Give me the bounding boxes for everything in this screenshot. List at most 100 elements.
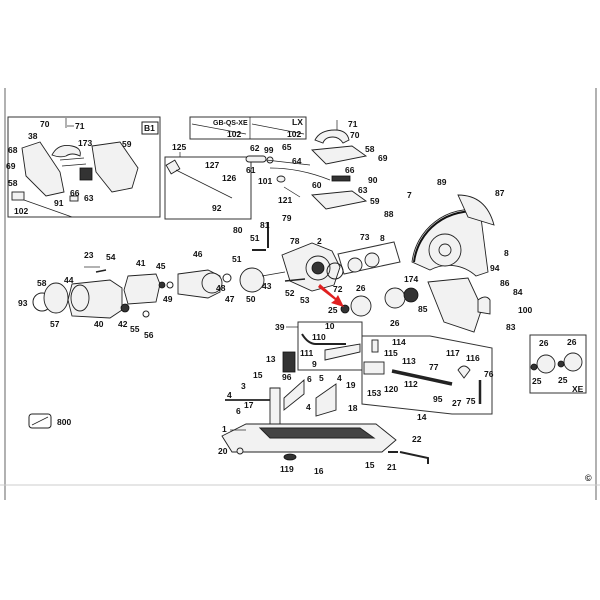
label-102-lx: 102 xyxy=(287,129,301,139)
handle-part xyxy=(51,144,81,158)
region-code-lx: LX xyxy=(292,117,303,127)
label-66: 66 xyxy=(70,188,80,198)
label-49: 49 xyxy=(163,294,173,304)
label-17: 17 xyxy=(244,400,254,410)
label-27: 27 xyxy=(452,398,462,408)
inset-125-frame xyxy=(164,156,252,220)
label-115: 115 xyxy=(384,348,398,358)
label-25a: 25 xyxy=(328,305,338,315)
label-7: 7 xyxy=(407,190,412,200)
plug-part xyxy=(11,191,25,201)
copyright-mark: © xyxy=(585,473,592,483)
label-125: 125 xyxy=(172,142,186,152)
label-38: 38 xyxy=(28,131,38,141)
cord-part xyxy=(23,199,73,218)
label-117: 117 xyxy=(446,348,460,358)
label-61: 61 xyxy=(246,165,256,175)
label-56: 56 xyxy=(144,330,154,340)
label-t58: 58 xyxy=(365,144,375,154)
label-111: 111 xyxy=(300,348,314,358)
label-110: 110 xyxy=(312,332,326,342)
hex-key-22 xyxy=(399,451,429,464)
label-t70: 70 xyxy=(350,130,360,140)
label-153: 153 xyxy=(367,388,381,398)
label-50: 50 xyxy=(246,294,256,304)
brush-cap xyxy=(43,282,69,314)
label-73: 73 xyxy=(360,232,370,242)
label-3: 3 xyxy=(241,381,246,391)
label-77: 77 xyxy=(429,362,439,372)
label-xe-25a: 25 xyxy=(532,376,542,386)
inset-b1-tag xyxy=(141,121,159,135)
label-101: 101 xyxy=(258,176,272,186)
field-housing xyxy=(123,273,161,305)
label-91: 91 xyxy=(54,198,64,208)
region-code-gb: GB-QS-XE xyxy=(213,120,248,127)
label-72: 72 xyxy=(333,284,343,294)
label-8a: 8 xyxy=(380,233,385,243)
blade-guard-assembly: 7 89 87 88 8 94 86 84 100 83 xyxy=(384,177,532,333)
label-2: 2 xyxy=(317,236,322,246)
label-8b: 8 xyxy=(504,248,509,258)
cable-92 xyxy=(175,169,233,199)
label-87: 87 xyxy=(495,188,505,198)
label-51b: 51 xyxy=(232,254,242,264)
inset-125: 125 127 126 92 xyxy=(164,142,252,220)
label-96: 96 xyxy=(282,372,292,382)
label-95: 95 xyxy=(433,394,443,404)
label-173: 173 xyxy=(78,138,92,148)
inset-cord-frame xyxy=(189,116,307,140)
lead-screw-77 xyxy=(391,369,453,386)
fence-bracket xyxy=(269,387,281,427)
label-113: 113 xyxy=(402,356,416,366)
label-65: 65 xyxy=(282,142,292,152)
label-83: 83 xyxy=(506,322,516,332)
base-assembly: 1 20 119 16 15 21 22 xyxy=(218,423,429,476)
label-46: 46 xyxy=(193,249,203,259)
vise-assembly: 39 10 110 111 9 13 15 96 3 4 6 17 6 5 4 … xyxy=(225,321,363,427)
label-44: 44 xyxy=(64,275,74,285)
inset-xe: 26 26 25 25 XE xyxy=(529,334,587,394)
armature-assembly: 46 51 49 48 47 50 43 52 53 xyxy=(163,249,310,305)
inset-b1: B1 70 71 38 173 59 68 69 58 66 63 91 102 xyxy=(6,116,161,218)
label-52: 52 xyxy=(285,288,295,298)
label-xe-26a: 26 xyxy=(539,338,549,348)
label-43: 43 xyxy=(262,281,272,291)
label-22: 22 xyxy=(412,434,422,444)
label-127: 127 xyxy=(205,160,219,170)
label-71: 71 xyxy=(75,121,85,131)
cord-assembly: 62 99 65 64 61 101 121 xyxy=(245,142,331,205)
label-88: 88 xyxy=(384,209,394,219)
label-48: 48 xyxy=(216,283,226,293)
label-19: 19 xyxy=(346,380,356,390)
label-64: 64 xyxy=(292,156,302,166)
label-800: 800 xyxy=(57,417,71,427)
guard-cover-87 xyxy=(457,194,495,226)
label-59: 59 xyxy=(122,139,132,149)
label-100: 100 xyxy=(518,305,532,315)
label-126: 126 xyxy=(222,173,236,183)
inset-b1-frame xyxy=(7,116,161,218)
label-76: 76 xyxy=(484,369,494,379)
label-18: 18 xyxy=(348,403,358,413)
label-94: 94 xyxy=(490,263,500,273)
label-116: 116 xyxy=(466,353,480,363)
label-t90: 90 xyxy=(368,175,378,185)
switch-part xyxy=(79,167,93,181)
label-51a: 51 xyxy=(250,233,260,243)
label-112: 112 xyxy=(404,379,418,389)
label-92: 92 xyxy=(212,203,222,213)
label-t66: 66 xyxy=(345,165,355,175)
label-114: 114 xyxy=(392,337,406,347)
lead-screw-assembly: 114 115 113 112 120 153 77 117 116 76 75… xyxy=(361,335,494,422)
spindle-assembly: 73 8 72 26 25 26 174 85 xyxy=(326,232,428,328)
label-58: 58 xyxy=(8,178,18,188)
label-26b: 26 xyxy=(390,318,400,328)
label-4a: 4 xyxy=(227,390,232,400)
vise-jaw-18 xyxy=(315,383,337,417)
label-55: 55 xyxy=(130,324,140,334)
housing-half-left xyxy=(21,141,65,197)
label-t71: 71 xyxy=(348,119,358,129)
label-42: 42 xyxy=(118,319,128,329)
